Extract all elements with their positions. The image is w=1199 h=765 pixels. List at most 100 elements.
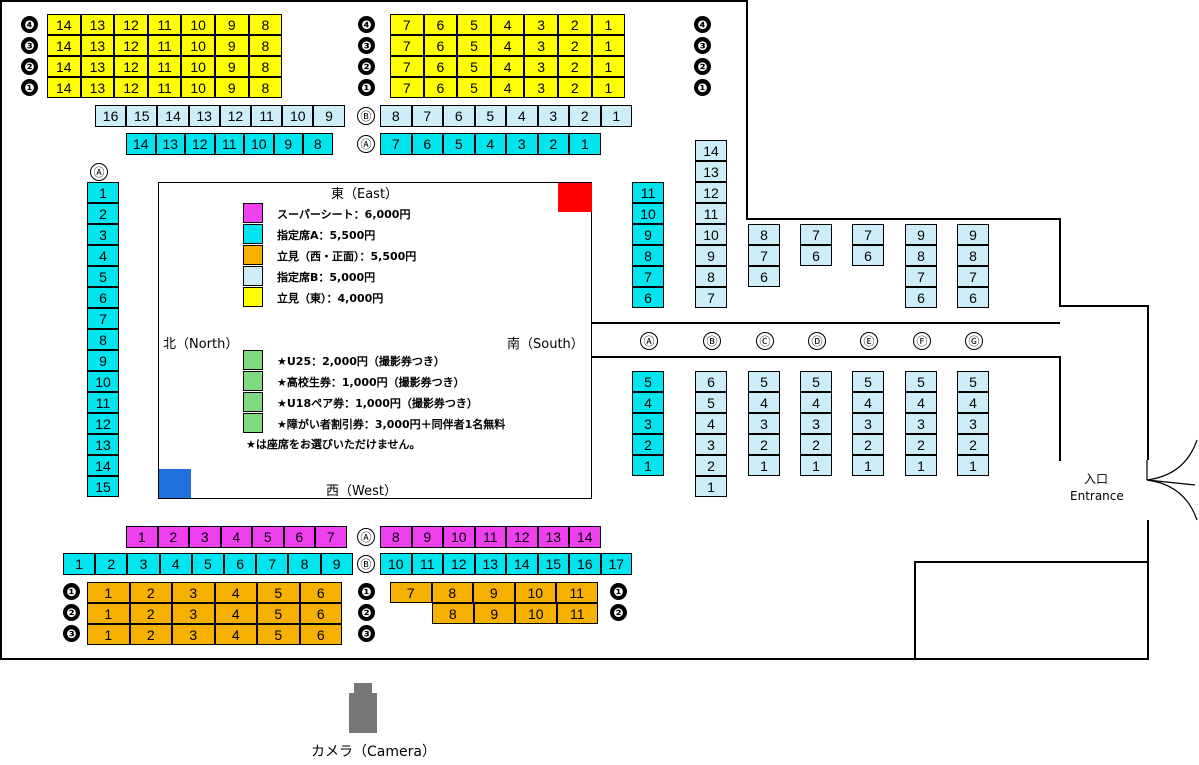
seat-east_A_right-1[interactable]: 1 — [569, 133, 601, 155]
seat-south_G_upper-9[interactable]: 9 — [957, 224, 989, 245]
seat-west_standing_left-1[interactable]: 1 — [87, 582, 130, 603]
seat-east_standing_right-3[interactable]: 3 — [524, 56, 558, 77]
seat-south-D-4[interactable]: 4 — [800, 392, 832, 413]
seat-east_standing_right-6[interactable]: 6 — [423, 77, 458, 98]
seat-west_standing_left-6[interactable]: 6 — [299, 582, 342, 603]
seat-east_standing_right-7[interactable]: 7 — [390, 56, 424, 77]
seat-north_A-15[interactable]: 15 — [87, 476, 119, 497]
seat-west_A_left-7[interactable]: 7 — [256, 553, 289, 575]
seat-east_standing_right-3[interactable]: 3 — [524, 35, 558, 56]
seat-south_B_upper-12[interactable]: 12 — [695, 182, 727, 203]
seat-south_B_upper-11[interactable]: 11 — [695, 203, 727, 224]
seat-north_A-10[interactable]: 10 — [87, 371, 119, 392]
seat-east_B_left-13[interactable]: 13 — [188, 105, 220, 127]
seat-north_A-7[interactable]: 7 — [87, 308, 119, 329]
seat-south_A_lower-3[interactable]: 3 — [632, 413, 664, 434]
seat-east_standing_right-2[interactable]: 2 — [558, 35, 592, 56]
seat-east_standing_right-2[interactable]: 2 — [558, 14, 592, 35]
seat-east_standing_left-10[interactable]: 10 — [181, 77, 215, 98]
seat-east_standing_left-8[interactable]: 8 — [248, 35, 283, 56]
seat-east_standing_left-8[interactable]: 8 — [248, 14, 283, 35]
seat-east_standing_right-6[interactable]: 6 — [423, 14, 458, 35]
seat-south-D-5[interactable]: 5 — [800, 371, 832, 392]
seat-south_F_upper-9[interactable]: 9 — [905, 224, 937, 245]
seat-west_super_right-11[interactable]: 11 — [474, 526, 506, 548]
seat-south_A_upper-9[interactable]: 9 — [632, 224, 664, 245]
seat-west_standing_left-1[interactable]: 1 — [87, 603, 130, 624]
seat-west_standing_right1-10[interactable]: 10 — [514, 582, 556, 603]
seat-east_A_left-8[interactable]: 8 — [303, 133, 333, 155]
seat-south_B_lower-3[interactable]: 3 — [695, 434, 727, 455]
seat-east_standing_left-13[interactable]: 13 — [80, 77, 115, 98]
seat-west_standing_left-6[interactable]: 6 — [299, 624, 342, 645]
seat-east_standing_left-12[interactable]: 12 — [114, 35, 148, 56]
seat-west_A_left-5[interactable]: 5 — [191, 553, 224, 575]
seat-east_standing_right-5[interactable]: 5 — [457, 56, 491, 77]
seat-north_A-2[interactable]: 2 — [87, 203, 119, 224]
seat-west_standing_right1-11[interactable]: 11 — [556, 582, 598, 603]
seat-east_standing_right-2[interactable]: 2 — [558, 77, 592, 98]
seat-east_standing_right-7[interactable]: 7 — [390, 77, 424, 98]
seat-west_super_left-6[interactable]: 6 — [283, 526, 315, 548]
seat-west_standing_left-3[interactable]: 3 — [172, 624, 215, 645]
seat-south_B_lower-1[interactable]: 1 — [695, 476, 727, 497]
seat-west_standing_left-1[interactable]: 1 — [87, 624, 130, 645]
seat-south_G_upper-8[interactable]: 8 — [957, 245, 989, 266]
seat-east_standing_left-9[interactable]: 9 — [215, 14, 249, 35]
seat-south-G-4[interactable]: 4 — [957, 392, 989, 413]
seat-south-E-4[interactable]: 4 — [852, 392, 884, 413]
seat-west_super_left-4[interactable]: 4 — [220, 526, 252, 548]
seat-east_standing_left-11[interactable]: 11 — [147, 56, 182, 77]
seat-east_standing_left-10[interactable]: 10 — [181, 56, 215, 77]
seat-south_A_upper-8[interactable]: 8 — [632, 245, 664, 266]
seat-south_B_lower-4[interactable]: 4 — [695, 413, 727, 434]
seat-east_B_left-12[interactable]: 12 — [219, 105, 251, 127]
seat-west_standing_left-3[interactable]: 3 — [172, 582, 215, 603]
seat-east_A_right-5[interactable]: 5 — [443, 133, 475, 155]
seat-north_A-5[interactable]: 5 — [87, 266, 119, 287]
seat-south_B_lower-2[interactable]: 2 — [695, 455, 727, 476]
seat-east_standing_right-5[interactable]: 5 — [457, 14, 491, 35]
seat-west_super_right-14[interactable]: 14 — [569, 526, 601, 548]
seat-west_A_right-10[interactable]: 10 — [380, 553, 412, 575]
seat-east_standing_right-4[interactable]: 4 — [490, 35, 525, 56]
seat-west_standing_left-5[interactable]: 5 — [257, 603, 300, 624]
seat-west_super_right-10[interactable]: 10 — [443, 526, 475, 548]
seat-east_A_left-11[interactable]: 11 — [214, 133, 244, 155]
seat-south_E_upper-7[interactable]: 7 — [852, 224, 884, 245]
seat-south_A_upper-10[interactable]: 10 — [632, 203, 664, 224]
seat-east_standing_left-8[interactable]: 8 — [248, 56, 283, 77]
seat-east_B_left-9[interactable]: 9 — [313, 105, 345, 127]
seat-east_standing_left-12[interactable]: 12 — [114, 14, 148, 35]
seat-west_standing_right1-9[interactable]: 9 — [473, 582, 515, 603]
seat-south-C-1[interactable]: 1 — [748, 455, 780, 476]
seat-east_standing_left-11[interactable]: 11 — [147, 35, 182, 56]
seat-south-F-2[interactable]: 2 — [905, 434, 937, 455]
seat-south_F_upper-6[interactable]: 6 — [905, 287, 937, 308]
seat-south_A_lower-2[interactable]: 2 — [632, 434, 664, 455]
seat-west_standing_right2-9[interactable]: 9 — [473, 603, 515, 624]
seat-west_standing_left-2[interactable]: 2 — [129, 624, 172, 645]
seat-west_super_right-9[interactable]: 9 — [411, 526, 443, 548]
seat-west_standing_left-5[interactable]: 5 — [257, 624, 300, 645]
seat-south_A_lower-1[interactable]: 1 — [632, 455, 664, 476]
seat-south_B_lower-6[interactable]: 6 — [695, 371, 727, 392]
seat-west_standing_left-5[interactable]: 5 — [257, 582, 300, 603]
seat-east_A_left-10[interactable]: 10 — [244, 133, 274, 155]
seat-west_standing_left-6[interactable]: 6 — [299, 603, 342, 624]
seat-east_standing_right-4[interactable]: 4 — [490, 14, 525, 35]
seat-east_A_right-4[interactable]: 4 — [474, 133, 506, 155]
seat-east_standing_left-11[interactable]: 11 — [147, 77, 182, 98]
seat-east_standing_left-13[interactable]: 13 — [80, 35, 115, 56]
seat-east_B_right-8[interactable]: 8 — [380, 105, 412, 127]
seat-east_standing_left-14[interactable]: 14 — [47, 56, 81, 77]
seat-east_standing_left-13[interactable]: 13 — [80, 56, 115, 77]
seat-east_standing_left-9[interactable]: 9 — [215, 35, 249, 56]
seat-south_A_lower-5[interactable]: 5 — [632, 371, 664, 392]
seat-south-C-4[interactable]: 4 — [748, 392, 780, 413]
seat-south-D-2[interactable]: 2 — [800, 434, 832, 455]
seat-south-C-3[interactable]: 3 — [748, 413, 780, 434]
seat-west_standing_right1-7[interactable]: 7 — [390, 582, 432, 603]
seat-south_A_upper-6[interactable]: 6 — [632, 287, 664, 308]
seat-east_B_right-5[interactable]: 5 — [474, 105, 506, 127]
